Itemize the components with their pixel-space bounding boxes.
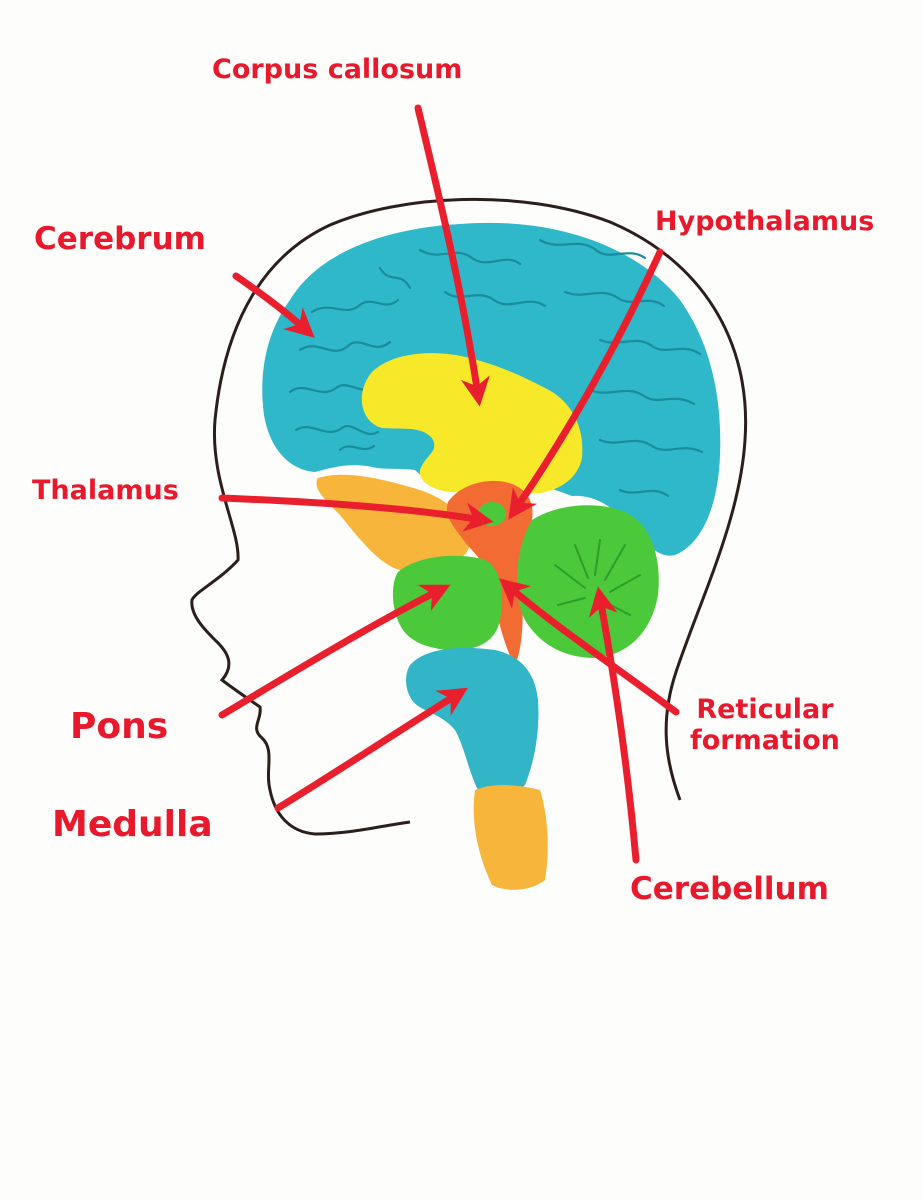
label-medulla: Medulla (52, 804, 213, 845)
spinal-cord-clay (473, 785, 548, 890)
label-corpus-callosum: Corpus callosum (212, 54, 463, 85)
arrow-cerebellum (588, 586, 640, 864)
label-reticular-line2: formation (690, 725, 840, 757)
label-pons: Pons (70, 706, 169, 747)
arrow-corpus-callosum (414, 104, 490, 407)
corpus-callosum-clay (361, 353, 583, 495)
label-cerebellum: Cerebellum (630, 871, 829, 907)
arrow-pons (218, 584, 451, 719)
frontal-orange-clay (316, 474, 470, 572)
pointer-arrows (218, 104, 680, 864)
head-outline (190, 197, 748, 836)
cerebrum-grooves (288, 238, 704, 498)
arrow-hypothalamus (508, 248, 664, 520)
medulla-clay (406, 647, 539, 797)
arrow-cerebrum (232, 272, 315, 338)
arrow-thalamus (218, 494, 494, 532)
label-reticular-line1: Reticular (696, 694, 834, 725)
cerebellum-clay (516, 505, 659, 658)
label-cerebrum: Cerebrum (34, 221, 206, 257)
label-thalamus: Thalamus (32, 475, 179, 506)
arrow-medulla (274, 687, 468, 812)
arrow-reticular-formation (499, 578, 680, 716)
label-reticular-formation: Reticular formation (690, 694, 840, 756)
label-hypothalamus: Hypothalamus (655, 206, 875, 237)
